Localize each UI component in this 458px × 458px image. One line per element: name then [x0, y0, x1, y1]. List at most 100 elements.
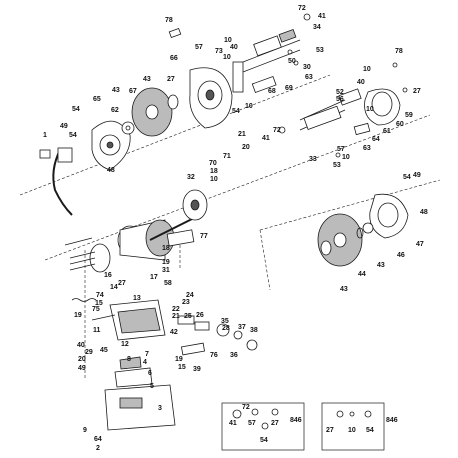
callout-77: 77: [200, 233, 208, 240]
callout-70: 70: [209, 160, 217, 167]
callout-57: 57: [337, 146, 345, 153]
callout-63: 63: [363, 145, 371, 152]
callout-76: 76: [210, 352, 218, 359]
callout-13: 13: [133, 295, 141, 302]
callout-5: 5: [150, 383, 154, 390]
kit-right-item-27: 27: [326, 427, 334, 434]
left-flange: [167, 94, 179, 110]
kit-box-left: [221, 402, 305, 451]
callout-75: 75: [92, 306, 100, 313]
motor-leads: [69, 251, 96, 271]
callout-62: 62: [111, 107, 119, 114]
callout-22: 22: [172, 306, 180, 313]
callout-54: 54: [232, 108, 240, 115]
callout-43: 43: [143, 76, 151, 83]
callout-18: 18: [162, 245, 170, 252]
callout-14: 14: [110, 284, 118, 291]
callout-15: 15: [178, 364, 186, 371]
callout-41: 41: [318, 13, 326, 20]
callout-52: 52: [336, 89, 344, 96]
callout-10: 10: [342, 154, 350, 161]
kit-right-item-54: 54: [366, 427, 374, 434]
callout-35: 35: [221, 318, 229, 325]
callout-27: 27: [118, 280, 126, 287]
callout-16: 16: [104, 272, 112, 279]
callout-40: 40: [77, 342, 85, 349]
right-end-bell: [182, 189, 208, 221]
callout-44: 44: [358, 271, 366, 278]
kit-box-right: [321, 402, 385, 451]
callout-43: 43: [112, 87, 120, 94]
callout-40: 40: [357, 79, 365, 86]
callout-54: 54: [72, 106, 80, 113]
right-nut: [362, 222, 374, 234]
callout-49: 49: [60, 123, 68, 130]
callout-20: 20: [242, 144, 250, 151]
callout-10: 10: [245, 103, 253, 110]
callout-43: 43: [340, 286, 348, 293]
callout-32: 32: [187, 174, 195, 181]
callout-53: 53: [333, 162, 341, 169]
callout-3: 3: [158, 405, 162, 412]
callout-15: 15: [95, 300, 103, 307]
callout-78: 78: [165, 17, 173, 24]
callout-42: 42: [170, 329, 178, 336]
callout-17: 17: [150, 274, 158, 281]
callout-54: 54: [403, 174, 411, 181]
callout-74: 74: [96, 292, 104, 299]
callout-25: 25: [184, 313, 192, 320]
callout-64: 64: [372, 136, 380, 143]
callout-58: 58: [164, 280, 172, 287]
callout-68: 68: [268, 88, 276, 95]
callout-18: 18: [210, 168, 218, 175]
right-wheel-cover: [364, 88, 401, 126]
callout-4: 4: [143, 359, 147, 366]
right-eye-shield-bracket: [299, 88, 371, 136]
callout-36: 36: [230, 352, 238, 359]
callout-66: 66: [170, 55, 178, 62]
shield-plate-5: [114, 367, 153, 388]
callout-60: 60: [396, 121, 404, 128]
right-grinding-wheel: [317, 213, 363, 267]
callout-39: 39: [193, 366, 201, 373]
callout-73: 73: [215, 48, 223, 55]
callout-29: 29: [85, 349, 93, 356]
kit-right-label: 846: [386, 417, 398, 424]
callout-21: 21: [238, 131, 246, 138]
right-flange: [320, 240, 332, 256]
callout-10: 10: [366, 106, 374, 113]
kit-left-item-27: 27: [271, 420, 279, 427]
switch-housing-13: [109, 299, 166, 341]
assembly-guide-lines: [19, 74, 441, 380]
callout-65: 65: [93, 96, 101, 103]
power-cord: [39, 147, 73, 216]
callout-63: 63: [305, 74, 313, 81]
callout-26: 26: [196, 312, 204, 319]
left-end-bell: [89, 243, 111, 273]
callout-45: 45: [100, 347, 108, 354]
callout-57: 57: [195, 44, 203, 51]
callout-19: 19: [162, 259, 170, 266]
callout-19: 19: [74, 312, 82, 319]
callout-2: 2: [96, 445, 100, 452]
callout-30: 30: [303, 64, 311, 71]
callout-49: 49: [413, 172, 421, 179]
callout-6: 6: [148, 370, 152, 377]
callout-69: 69: [285, 85, 293, 92]
callout-41: 41: [262, 135, 270, 142]
callout-54: 54: [69, 132, 77, 139]
callout-48: 48: [420, 209, 428, 216]
kit-left-parts: [232, 408, 279, 430]
callout-24: 24: [186, 292, 194, 299]
callout-67: 67: [129, 88, 137, 95]
right-wheel-guard: [369, 193, 409, 239]
callout-23: 23: [182, 299, 190, 306]
callout-1: 1: [43, 132, 47, 139]
callout-71: 71: [223, 153, 231, 160]
callout-78: 78: [395, 48, 403, 55]
kit-right-parts: [336, 410, 372, 418]
callout-48: 48: [107, 167, 115, 174]
left-small-parts: [168, 13, 311, 66]
right-washer: [356, 227, 364, 239]
